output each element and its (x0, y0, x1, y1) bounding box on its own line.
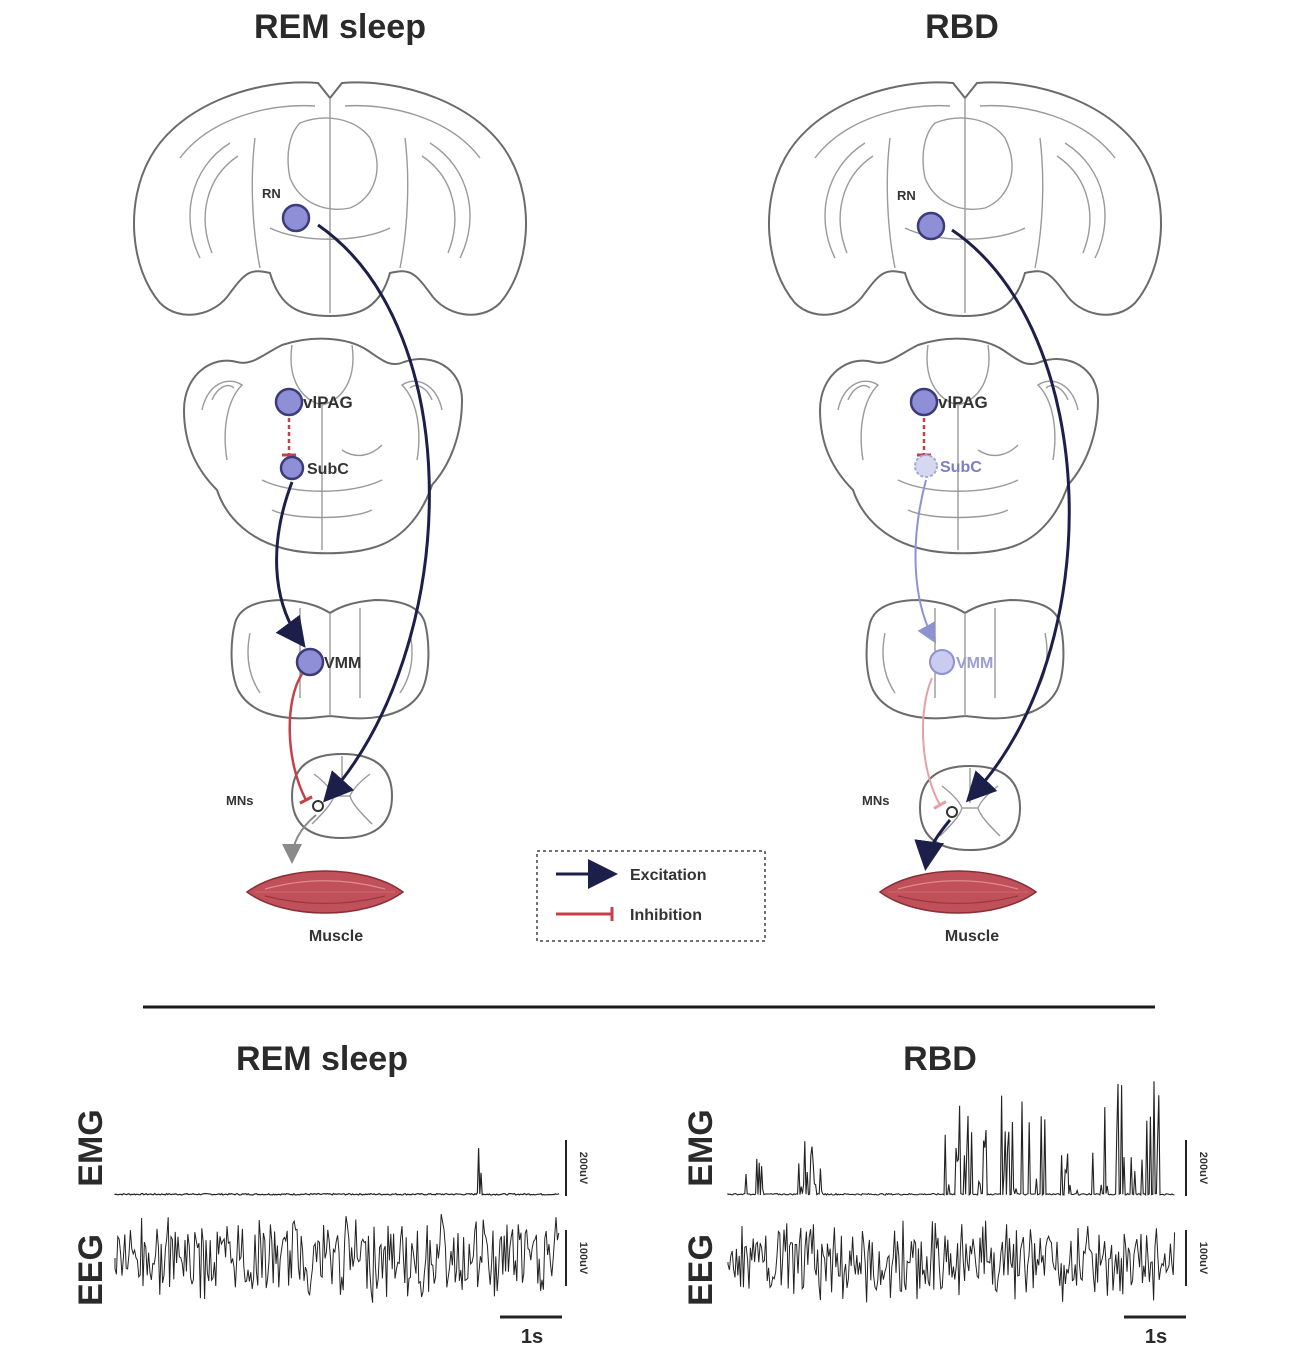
left-rn-nucleus (281, 203, 311, 233)
left-mn-cell (312, 800, 324, 812)
right-mns-to-muscle-output (914, 819, 952, 871)
left-subc-nucleus (279, 455, 305, 481)
traces-right-title: RBD (903, 1040, 977, 1078)
legend-inhibition-label: Inhibition (630, 907, 702, 924)
right-pons-section (819, 337, 1099, 555)
right-muscle-label: Muscle (945, 928, 999, 945)
right-spinal-cord-section (919, 765, 1021, 851)
right-rn-to-mns-excitation (951, 228, 1071, 803)
right-emg-label: EMG (682, 1109, 720, 1186)
right-vlpag-nucleus (909, 387, 939, 417)
left-spinal-cord-section (291, 753, 393, 839)
right-eeg-scale-label: 100uV (1197, 1242, 1209, 1275)
right-emg-scale-label: 200uV (1197, 1152, 1209, 1185)
right-time-scale-label: 1s (1145, 1326, 1167, 1348)
left-emg-trace (114, 1148, 560, 1196)
left-subc-to-vmm-excitation (275, 481, 306, 648)
right-subc-nucleus (914, 454, 938, 478)
right-rn-nucleus (916, 211, 946, 241)
left-emg-label: EMG (72, 1109, 110, 1186)
legend-box (536, 850, 766, 942)
left-vmm-label: VMM (324, 655, 361, 672)
traces-left-title: REM sleep (236, 1040, 408, 1078)
legend: Excitation Inhibition (536, 850, 766, 942)
left-rn-to-mns-excitation (317, 223, 431, 803)
right-mns-label: MNs (862, 793, 889, 808)
left-pons-section (183, 337, 463, 555)
left-vlpag-label: vlPAG (303, 393, 353, 412)
right-eeg-trace (727, 1220, 1176, 1303)
right-mn-cell (946, 806, 958, 818)
right-eeg-label: EEG (682, 1234, 720, 1306)
traces: REM sleep RBD EMG EEG EMG EEG 200uV 100u… (72, 1040, 1209, 1348)
left-subc-label: SubC (307, 461, 349, 478)
left-vmm-nucleus (295, 647, 325, 677)
right-midbrain-section (767, 81, 1163, 317)
right-muscle (879, 870, 1037, 914)
left-emg-scale-label: 200uV (577, 1152, 589, 1185)
left-diagram-title: REM sleep (254, 8, 426, 46)
left-eeg-scale-label: 100uV (577, 1242, 589, 1275)
right-vmm-label: VMM (956, 655, 993, 672)
left-vlpag-nucleus (274, 387, 304, 417)
left-muscle-label: Muscle (309, 928, 363, 945)
left-vmm-to-mns-inhibition (288, 673, 313, 805)
left-eeg-label: EEG (72, 1234, 110, 1306)
right-emg-trace (727, 1081, 1175, 1197)
right-vlpag-label: vlPAG (938, 393, 988, 412)
left-muscle (246, 870, 404, 914)
left-eeg-trace (114, 1214, 560, 1303)
right-subc-label: SubC (940, 459, 982, 476)
right-diagram: RBD RN vlPAG SubC VMM MNs Muscle (767, 8, 1163, 945)
right-vmm-to-mns-inhibition (921, 677, 947, 810)
right-subc-to-vmm-excitation (914, 479, 936, 644)
left-time-scale-label: 1s (521, 1326, 543, 1348)
legend-excitation-label: Excitation (630, 867, 706, 884)
right-rn-label: RN (897, 188, 916, 203)
left-midbrain-section (132, 81, 528, 317)
left-mns-label: MNs (226, 793, 253, 808)
right-vmm-nucleus (929, 649, 955, 675)
left-mns-to-muscle-output (282, 814, 317, 864)
left-diagram: REM sleep RN vlPAG SubC VMM MNs Muscle (132, 8, 528, 945)
right-diagram-title: RBD (925, 8, 999, 46)
left-rn-label: RN (262, 186, 281, 201)
